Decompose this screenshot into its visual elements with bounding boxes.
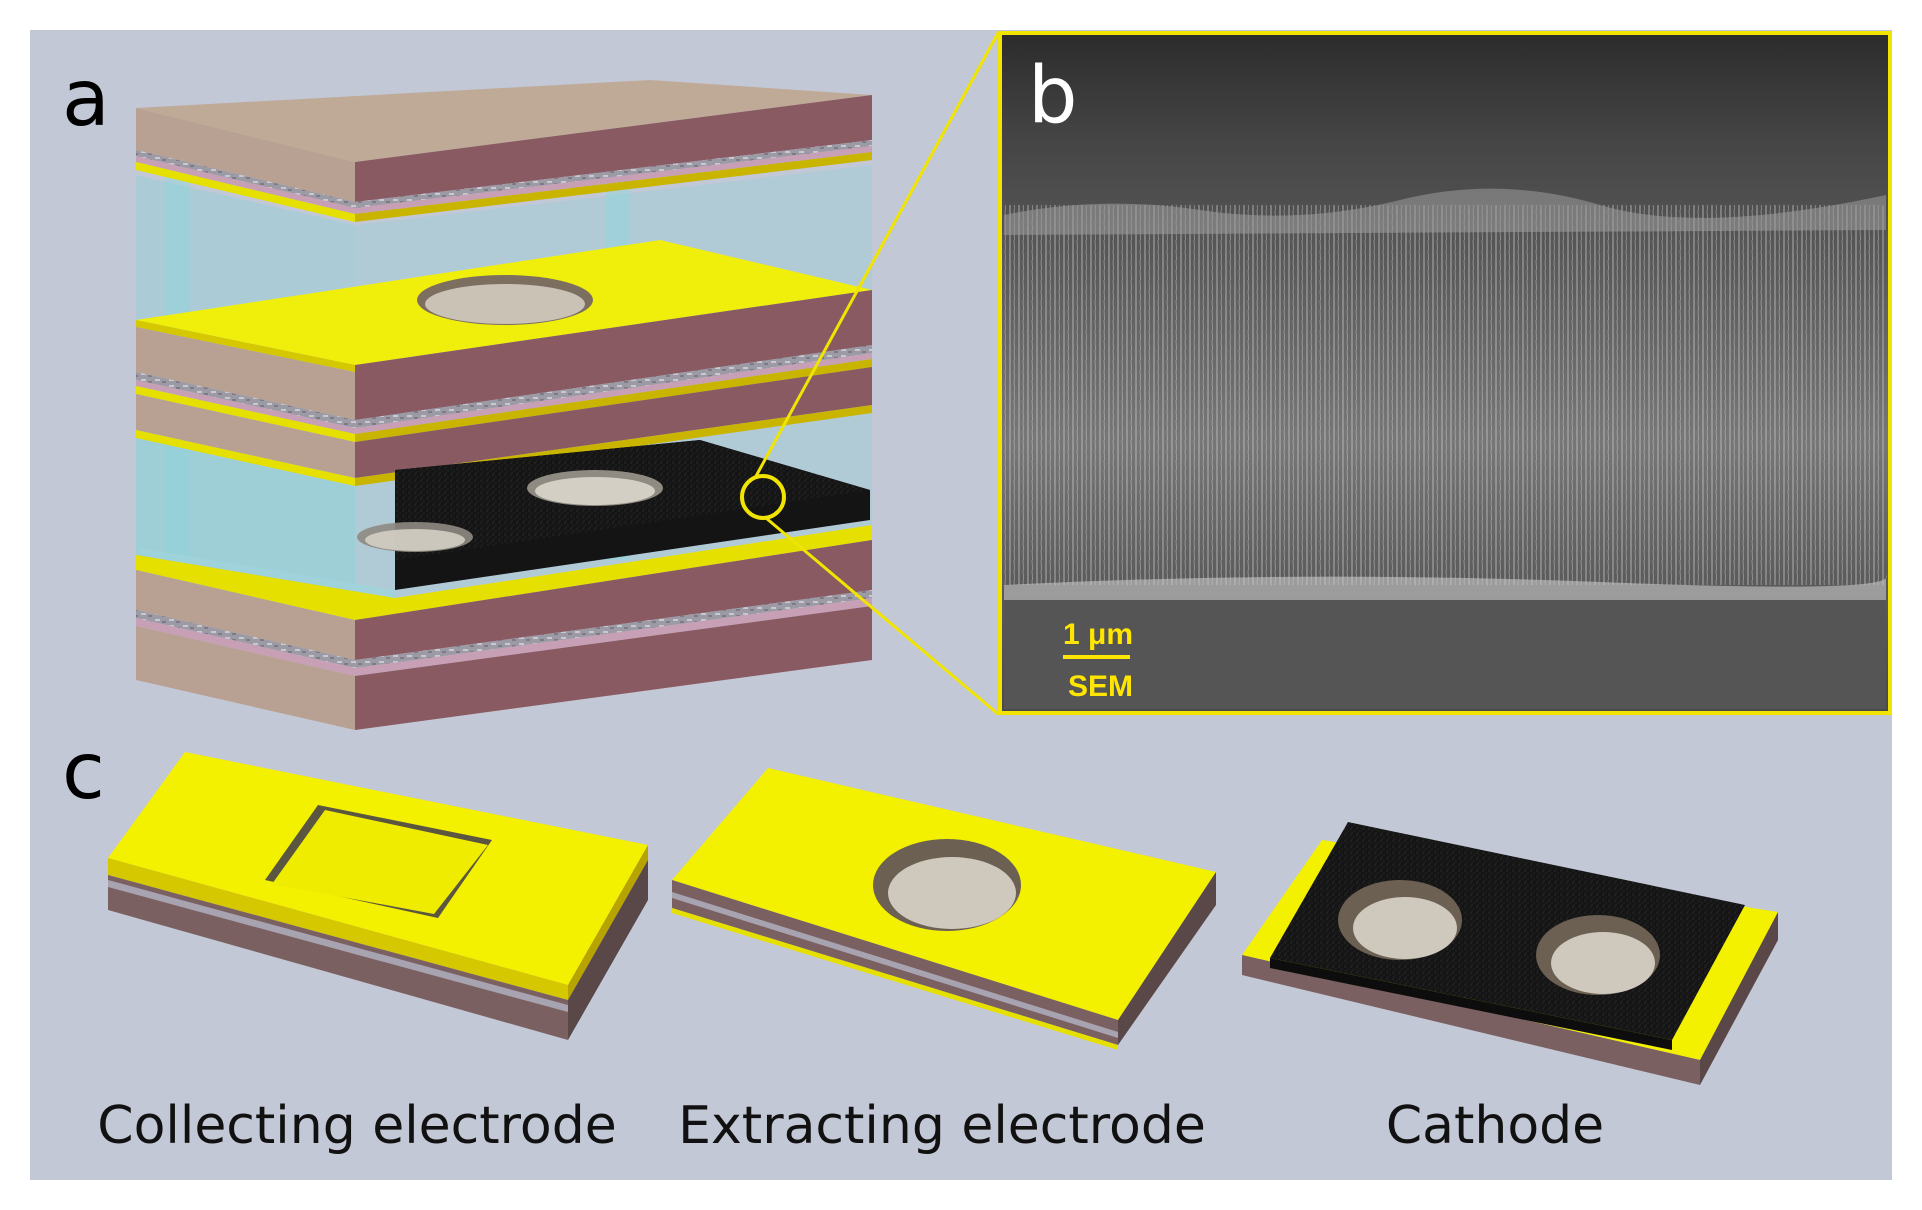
sem-mode-label: SEM	[1068, 670, 1133, 703]
caption-collecting-electrode: Collecting electrode	[97, 1096, 616, 1156]
collecting-electrode-illustration	[108, 752, 648, 1040]
cathode-illustration	[1242, 822, 1778, 1085]
panel-label-c: c	[62, 727, 105, 817]
panel-c-electrodes	[108, 752, 1778, 1085]
panel-a-stack-illustration	[136, 80, 872, 730]
caption-cathode: Cathode	[1386, 1096, 1604, 1156]
panel-b-sem-image: 1 μm SEM	[998, 31, 1892, 715]
scale-bar-label: 1 μm	[1063, 618, 1133, 651]
zoom-circle-marker	[740, 474, 786, 520]
sem-frame	[998, 31, 1892, 715]
extracting-electrode-illustration	[672, 768, 1216, 1050]
caption-extracting-electrode: Extracting electrode	[678, 1096, 1206, 1156]
panel-label-b: b	[1028, 51, 1078, 141]
panel-label-a: a	[62, 54, 110, 144]
